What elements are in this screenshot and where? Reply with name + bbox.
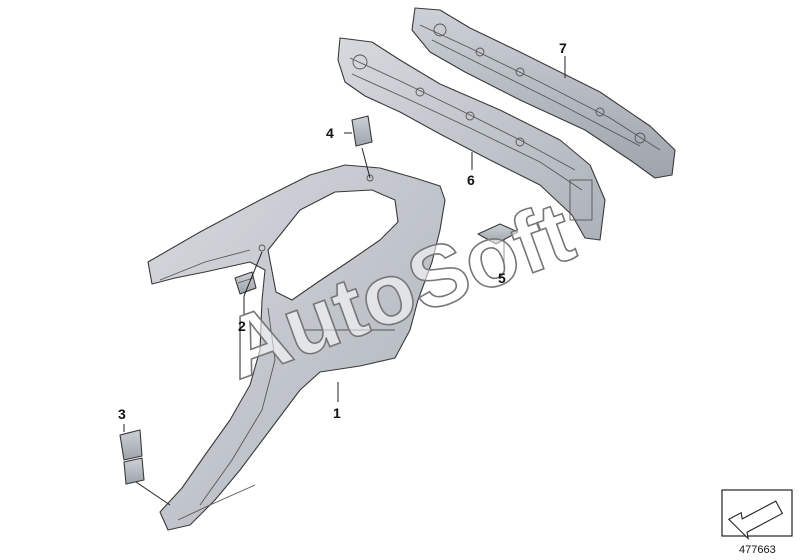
part-3-bracket[interactable]: [119, 429, 145, 485]
callout-6[interactable]: 6: [467, 172, 475, 188]
part-1-side-panel[interactable]: [147, 164, 446, 531]
callout-2[interactable]: 2: [238, 318, 246, 334]
callout-5[interactable]: 5: [498, 270, 506, 286]
callout-1[interactable]: 1: [333, 405, 341, 421]
direction-arrow-icon[interactable]: [721, 489, 793, 542]
callout-3[interactable]: 3: [118, 406, 126, 422]
part-5-plate[interactable]: [477, 223, 519, 245]
part-6-cross-member[interactable]: [337, 37, 606, 241]
part-7-rear-panel[interactable]: [411, 7, 676, 179]
leader-lines: [123, 56, 566, 506]
callout-4[interactable]: 4: [326, 125, 334, 141]
document-id: 477663: [739, 544, 776, 556]
part-4-bracket[interactable]: [351, 115, 373, 147]
callout-7[interactable]: 7: [559, 40, 567, 56]
